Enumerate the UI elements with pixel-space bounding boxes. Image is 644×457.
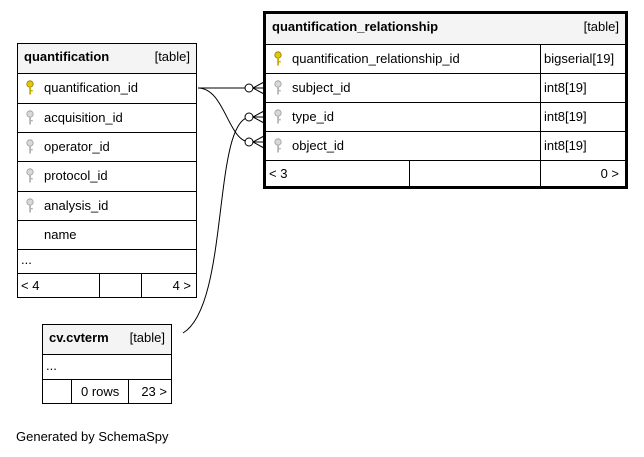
column-datatype: int8[19] <box>544 138 587 153</box>
table-type-label: [table] <box>583 19 619 34</box>
edge-type-to-cvterm <box>182 116 251 334</box>
column-datatype: int8[19] <box>544 80 587 95</box>
column-divider <box>540 103 541 131</box>
more-columns-ellipsis: ... <box>21 252 32 267</box>
row-count: 0 rows <box>81 384 120 399</box>
table-type-label: [table] <box>154 49 190 64</box>
table-quantification[interactable]: quantification [table] quantification_id… <box>17 43 197 298</box>
foreign-key-icon <box>26 110 34 125</box>
column-row[interactable]: subject_id int8[19] <box>266 74 625 103</box>
generated-by-label: Generated by SchemaSpy <box>16 429 169 444</box>
column-row[interactable]: protocol_id <box>18 162 196 192</box>
column-name: protocol_id <box>44 168 108 183</box>
crowfoot-object <box>252 135 265 149</box>
column-name: subject_id <box>292 80 351 95</box>
table-type-label: [table] <box>129 330 165 345</box>
column-divider <box>540 74 541 102</box>
children-count[interactable]: 4 > <box>172 278 191 293</box>
table-header: cv.cvterm [table] <box>43 325 171 355</box>
column-datatype: bigserial[19] <box>544 51 615 66</box>
key-icon <box>26 80 34 95</box>
column-name: quantification_id <box>44 80 138 95</box>
parents-count[interactable]: < 4 <box>21 278 40 293</box>
column-name: name <box>44 227 77 242</box>
optional-marker-object <box>244 137 254 147</box>
column-row[interactable]: object_id int8[19] <box>266 132 625 161</box>
foreign-key-icon <box>274 138 282 153</box>
table-name: cv.cvterm <box>49 330 109 345</box>
crowfoot-type <box>252 110 265 124</box>
column-row[interactable]: name <box>18 221 196 250</box>
column-name: object_id <box>292 138 345 153</box>
optional-marker-subject <box>244 83 254 93</box>
column-divider <box>540 45 541 73</box>
foreign-key-icon <box>26 168 34 183</box>
column-row[interactable]: type_id int8[19] <box>266 103 625 132</box>
column-name: operator_id <box>44 139 110 154</box>
footer-divider <box>71 380 72 403</box>
column-divider <box>540 132 541 160</box>
column-name: quantification_relationship_id <box>292 51 460 66</box>
table-footer: < 3 0 > <box>266 161 625 186</box>
table-name: quantification <box>24 49 110 64</box>
column-row[interactable]: acquisition_id <box>18 104 196 133</box>
edge-object-to-quantification <box>197 87 251 143</box>
more-columns-ellipsis: ... <box>46 358 57 373</box>
foreign-key-icon <box>26 198 34 213</box>
footer-divider <box>540 161 541 186</box>
foreign-key-icon <box>26 139 34 154</box>
table-header: quantification_relationship [table] <box>266 14 625 45</box>
table-quantification-relationship[interactable]: quantification_relationship [table] quan… <box>263 11 628 189</box>
footer-divider <box>141 274 142 297</box>
children-count[interactable]: 0 > <box>600 166 619 181</box>
foreign-key-icon <box>274 109 282 124</box>
column-row[interactable]: quantification_id <box>18 74 196 104</box>
key-icon <box>274 51 282 66</box>
table-footer: < 4 4 > <box>18 274 196 297</box>
footer-divider <box>409 161 410 186</box>
more-columns-row: ... <box>43 355 171 380</box>
column-name: type_id <box>292 109 334 124</box>
table-header: quantification [table] <box>18 44 196 74</box>
more-columns-row: ... <box>18 250 196 274</box>
table-name: quantification_relationship <box>272 19 439 34</box>
column-name: analysis_id <box>44 198 109 213</box>
column-row[interactable]: quantification_relationship_id bigserial… <box>266 45 625 74</box>
foreign-key-icon <box>274 80 282 95</box>
column-datatype: int8[19] <box>544 109 587 124</box>
table-cvterm[interactable]: cv.cvterm [table] ... 0 rows 23 > <box>42 324 172 404</box>
column-name: acquisition_id <box>44 110 123 125</box>
optional-marker-type <box>244 112 254 122</box>
crowfoot-subject <box>252 81 265 95</box>
column-row[interactable]: operator_id <box>18 133 196 162</box>
children-count[interactable]: 23 > <box>141 384 167 399</box>
table-footer: 0 rows 23 > <box>43 380 171 403</box>
footer-divider <box>99 274 100 297</box>
column-row[interactable]: analysis_id <box>18 192 196 221</box>
footer-divider <box>128 380 129 403</box>
parents-count[interactable]: < 3 <box>269 166 288 181</box>
